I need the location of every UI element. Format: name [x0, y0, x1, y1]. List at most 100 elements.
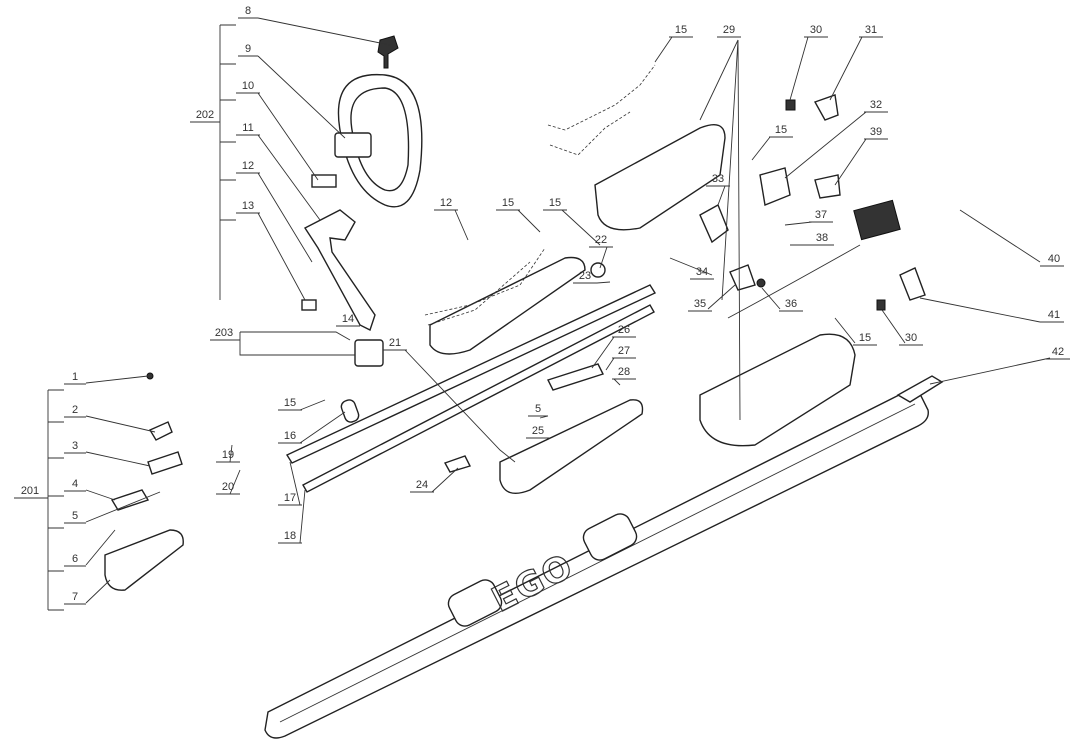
svg-text:15: 15 [549, 197, 561, 209]
part-30-lower [876, 299, 886, 311]
svg-text:4: 4 [72, 478, 78, 490]
label-38: 38 [810, 232, 834, 246]
label-42: 42 [1046, 346, 1070, 360]
label-8: 8 [238, 5, 258, 19]
label-32: 32 [864, 99, 888, 113]
label-16: 16 [278, 430, 302, 444]
label-37: 37 [809, 209, 833, 223]
handle-25 [499, 399, 644, 494]
svg-text:3: 3 [72, 440, 78, 452]
svg-text:6: 6 [72, 553, 78, 565]
part-39 [814, 174, 841, 199]
label-15-mid-b: 15 [543, 197, 567, 211]
wire-harness [727, 244, 861, 319]
part-41 [899, 267, 926, 301]
label-30-lower: 30 [899, 332, 923, 346]
label-21: 21 [383, 337, 407, 351]
rod-17 [285, 284, 657, 464]
svg-text:24: 24 [416, 479, 428, 491]
svg-text:34: 34 [696, 266, 708, 278]
part-26 [547, 363, 604, 391]
label-18: 18 [278, 530, 302, 544]
label-15-motor: 15 [769, 124, 793, 138]
label-11: 11 [236, 122, 260, 136]
svg-text:2: 2 [72, 404, 78, 416]
svg-text:12: 12 [440, 197, 452, 209]
svg-text:30: 30 [810, 24, 822, 36]
svg-text:23: 23 [579, 270, 591, 282]
part-24 [443, 455, 471, 473]
svg-text:15: 15 [675, 24, 687, 36]
label-41: 41 [1040, 309, 1064, 323]
part-35 [729, 264, 756, 291]
label-30-top: 30 [804, 24, 828, 38]
svg-text:8: 8 [245, 5, 251, 17]
svg-text:27: 27 [618, 345, 630, 357]
svg-text:40: 40 [1048, 253, 1060, 265]
svg-text:42: 42 [1052, 346, 1064, 358]
part-22 [590, 262, 606, 278]
label-201: 201 [14, 485, 48, 499]
control-board-40 [853, 199, 901, 241]
part-3 [147, 451, 183, 475]
svg-text:33: 33 [712, 173, 724, 185]
svg-text:7: 7 [72, 591, 78, 603]
label-28: 28 [612, 366, 636, 380]
label-25: 25 [526, 425, 550, 439]
part-30-top [785, 99, 796, 111]
svg-text:15: 15 [859, 332, 871, 344]
label-5: 5 [64, 510, 86, 524]
svg-text:25: 25 [532, 425, 544, 437]
label-203: 203 [210, 327, 240, 341]
label-40: 40 [1040, 253, 1064, 267]
svg-text:9: 9 [245, 43, 251, 55]
label-26: 26 [612, 324, 636, 338]
label-19: 19 [216, 449, 240, 463]
svg-text:5: 5 [535, 403, 541, 415]
label-23: 23 [573, 270, 597, 284]
rod-18 [302, 304, 655, 493]
label-14: 14 [336, 313, 360, 327]
svg-text:202: 202 [196, 109, 214, 121]
label-22: 22 [589, 234, 613, 248]
leader-lines [18, 17, 1051, 611]
label-27: 27 [612, 345, 636, 359]
label-7: 7 [64, 591, 86, 605]
svg-text:18: 18 [284, 530, 296, 542]
part-33 [699, 204, 729, 244]
label-35: 35 [688, 298, 712, 312]
svg-text:22: 22 [595, 234, 607, 246]
bracket-11 [303, 209, 376, 331]
svg-text:1: 1 [72, 371, 78, 383]
handle-7 [104, 529, 184, 591]
part-16 [340, 399, 360, 423]
svg-text:30: 30 [905, 332, 917, 344]
label-10: 10 [236, 80, 260, 94]
label-29: 29 [717, 24, 741, 38]
label-4: 4 [64, 478, 86, 492]
label-24: 24 [410, 479, 434, 493]
part-36 [756, 278, 766, 288]
label-12-mid: 12 [434, 197, 458, 211]
part-10 [311, 174, 337, 188]
label-36: 36 [779, 298, 803, 312]
svg-text:14: 14 [342, 313, 354, 325]
label-20: 20 [216, 481, 240, 495]
svg-text:21: 21 [389, 337, 401, 349]
svg-text:39: 39 [870, 126, 882, 138]
svg-text:12: 12 [242, 160, 254, 172]
label-15-lower: 15 [853, 332, 877, 346]
svg-text:41: 41 [1048, 309, 1060, 321]
motor-32 [759, 167, 791, 206]
svg-text:38: 38 [816, 232, 828, 244]
label-17: 17 [278, 492, 302, 506]
part-8 [377, 35, 399, 69]
label-3: 3 [64, 440, 86, 454]
part-2 [148, 421, 173, 441]
svg-text:26: 26 [618, 324, 630, 336]
label-13: 13 [236, 200, 260, 214]
svg-text:20: 20 [222, 481, 234, 493]
label-31: 31 [859, 24, 883, 38]
svg-text:203: 203 [215, 327, 233, 339]
